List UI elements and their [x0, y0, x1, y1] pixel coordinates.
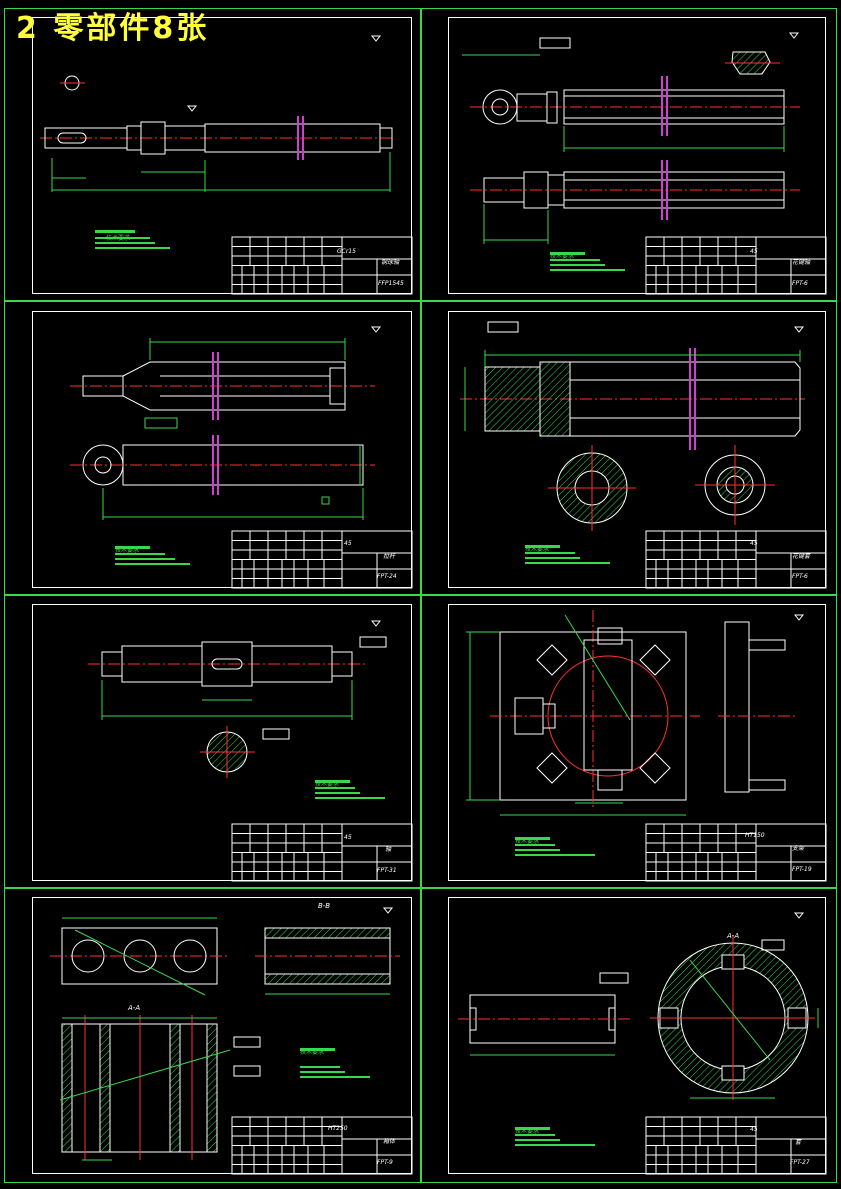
sheet-3-notes-title: 技术要求	[115, 546, 139, 554]
title-block	[231, 236, 413, 295]
sheet-8-drawing-no: FPT-27	[790, 1159, 810, 1166]
sheet-4-notes-title: 技术要求	[525, 545, 549, 553]
sheet-5-drawing-no: FPT-31	[377, 867, 397, 874]
sheet-cell-1	[4, 8, 421, 301]
title-block	[645, 530, 827, 589]
collage-title: 2 零部件8张	[16, 11, 210, 46]
sheet-frame-8	[448, 897, 826, 1174]
sleeve-drawing-8	[458, 912, 819, 1146]
title-block	[231, 530, 413, 589]
sheet-7-material: HT250	[328, 1125, 348, 1132]
sleeve-drawing-4	[460, 321, 805, 564]
sheet-7-drawing-no: FPT-9	[377, 1159, 393, 1166]
sheet-3-drawing-no: FPT-24	[377, 573, 397, 580]
sheet-4-drawing-no: FPT-6	[792, 573, 808, 580]
sheet-frame-5	[32, 604, 412, 881]
housing-drawing-7	[50, 907, 400, 1161]
sheet-cell-6	[421, 595, 837, 888]
sheet-cell-4	[421, 301, 837, 595]
sheet-6-part-name: 支架	[792, 844, 805, 852]
shaft-drawing-2	[462, 32, 800, 271]
sheet-3-material: 45	[344, 540, 352, 547]
sheet-frame-2	[448, 17, 826, 294]
sheet-8-material: 45	[750, 1126, 758, 1133]
title-block	[645, 823, 827, 882]
sheet-frame-4	[448, 311, 826, 588]
title-block	[231, 1116, 413, 1175]
title-block	[231, 823, 413, 882]
sheet-5-material: 45	[344, 834, 352, 841]
sheet-cell-7	[4, 888, 421, 1183]
title-block	[645, 1116, 827, 1175]
sheet-1-material: GCr15	[337, 248, 356, 255]
sheet-4-material: 45	[750, 540, 758, 547]
sheet-8-part-name: 套	[795, 1138, 802, 1146]
sheet-cell-2	[421, 8, 837, 301]
sheet-7-part-name: 箱体	[383, 1137, 396, 1145]
title-block	[645, 236, 827, 295]
sheet-5-notes-title: 技术要求	[315, 780, 339, 788]
title-block-grids	[231, 236, 827, 1175]
sheet-5-part-name: 轴	[385, 845, 392, 853]
sheet-frame-6	[448, 604, 826, 881]
sheet-2-notes-title: 技术要求	[550, 252, 574, 260]
shaft-drawing-5	[88, 620, 387, 799]
sheet-frame-7	[32, 897, 412, 1174]
sheet-8-notes-title: 技术要求	[515, 1127, 539, 1135]
sheet-6-material: HT150	[745, 832, 765, 839]
sheet-cell-5	[4, 595, 421, 888]
shaft-drawing-1	[40, 35, 395, 249]
sheet-2-part-name: 花键轴	[792, 258, 811, 266]
sheet-6-notes-title: 技术要求	[515, 837, 539, 845]
sheet-7-section-aa: A-A	[127, 1004, 140, 1012]
sheet-1-drawing-no: FFP1545	[378, 280, 404, 287]
sheet-1-notes-title: 技术要求	[106, 234, 130, 242]
sheet-8-section-aa: A-A	[726, 932, 739, 940]
sheet-frame-3	[32, 311, 412, 588]
sheet-1-part-name: 钢球轴	[381, 258, 400, 266]
sheet-2-drawing-no: FPT-6	[792, 280, 808, 287]
rod-drawing-3	[70, 326, 382, 565]
sheet-2-material: 45	[750, 248, 758, 255]
sheet-cell-8	[421, 888, 837, 1183]
sheet-4-part-name: 花键套	[792, 552, 811, 560]
sheet-7-section-bb: B-B	[318, 902, 330, 910]
bracket-drawing-6	[466, 610, 805, 856]
sheet-cell-3	[4, 301, 421, 595]
sheet-3-part-name: 拉杆	[383, 552, 396, 560]
sheet-6-drawing-no: FPT-19	[792, 866, 812, 873]
sheet-frame-1	[32, 17, 412, 294]
sheet-7-notes-title: 技术要求	[300, 1048, 324, 1056]
